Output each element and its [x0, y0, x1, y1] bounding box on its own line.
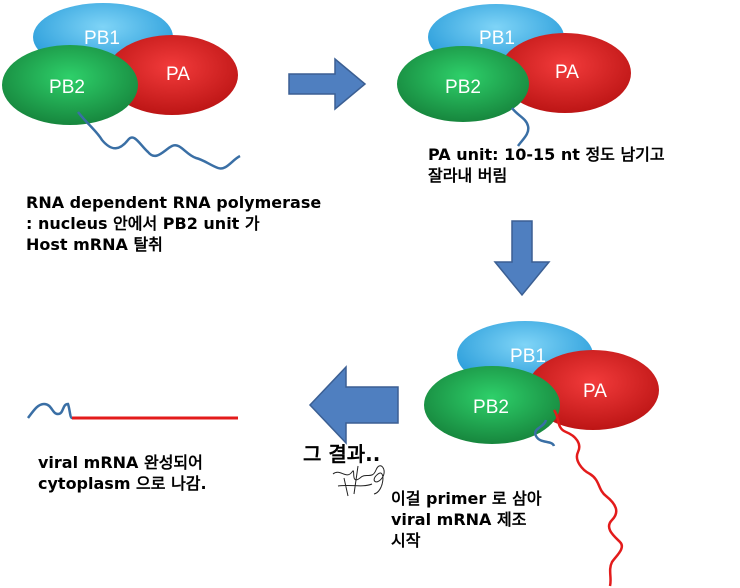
pb2-label: PB2 — [445, 77, 481, 98]
final-viral-mrna — [26, 402, 238, 420]
pa-subunit — [527, 350, 659, 430]
pb2-subunit — [2, 45, 138, 125]
polymerase-complex-2: PB1 PA PB2 — [397, 4, 631, 147]
primer-strand — [533, 419, 556, 447]
pa-label: PA — [166, 64, 190, 85]
caption-line: 시작 — [391, 531, 421, 550]
primer-segment — [26, 402, 73, 420]
caption-line: 이걸 primer 로 삼아 — [391, 489, 542, 508]
arrow-left — [308, 365, 399, 445]
caption-line: : nucleus 안에서 PB2 unit 가 — [26, 214, 260, 233]
caption-step4: viral mRNA 완성되어 cytoplasm 으로 나감. — [38, 452, 207, 494]
polymerase-complex-1: PB1 PA PB2 — [2, 3, 241, 170]
host-mrna-stub — [511, 107, 530, 147]
pa-label: PA — [583, 381, 607, 402]
caption-step3: 이걸 primer 로 삼아 viral mRNA 제조 시작 — [391, 488, 542, 551]
result-label: 그 결과.. — [303, 442, 381, 466]
caption-step2: PA unit: 10-15 nt 정도 남기고 잘라내 버림 — [428, 144, 665, 186]
pb1-label: PB1 — [479, 28, 515, 49]
pb2-subunit — [424, 366, 560, 444]
signature-scribble — [332, 465, 385, 497]
pa-subunit — [499, 33, 631, 113]
pb1-label: PB1 — [510, 346, 546, 367]
arrow-down — [493, 220, 551, 297]
caption-line: viral mRNA 완성되어 — [38, 453, 203, 472]
pb1-label: PB1 — [84, 28, 120, 49]
pa-label: PA — [555, 62, 579, 83]
caption-line: Host mRNA 탈취 — [26, 235, 163, 254]
caption-step1: RNA dependent RNA polymerase : nucleus 안… — [26, 192, 321, 255]
caption-line: viral mRNA 제조 — [391, 510, 527, 529]
caption-line: PA unit: 10-15 nt 정도 남기고 — [428, 145, 665, 164]
host-mrna-strand — [77, 111, 241, 170]
caption-line: 잘라내 버림 — [428, 166, 508, 185]
pb2-label: PB2 — [473, 397, 509, 418]
pb2-label: PB2 — [49, 77, 85, 98]
pb2-subunit — [397, 46, 529, 122]
caption-line: RNA dependent RNA polymerase — [26, 193, 322, 212]
viral-mrna-strand — [552, 409, 624, 587]
arrow-right — [288, 57, 367, 111]
polymerase-complex-3: PB1 PA PB2 — [424, 321, 659, 587]
caption-line: cytoplasm 으로 나감. — [38, 474, 207, 493]
pa-subunit — [106, 35, 238, 115]
